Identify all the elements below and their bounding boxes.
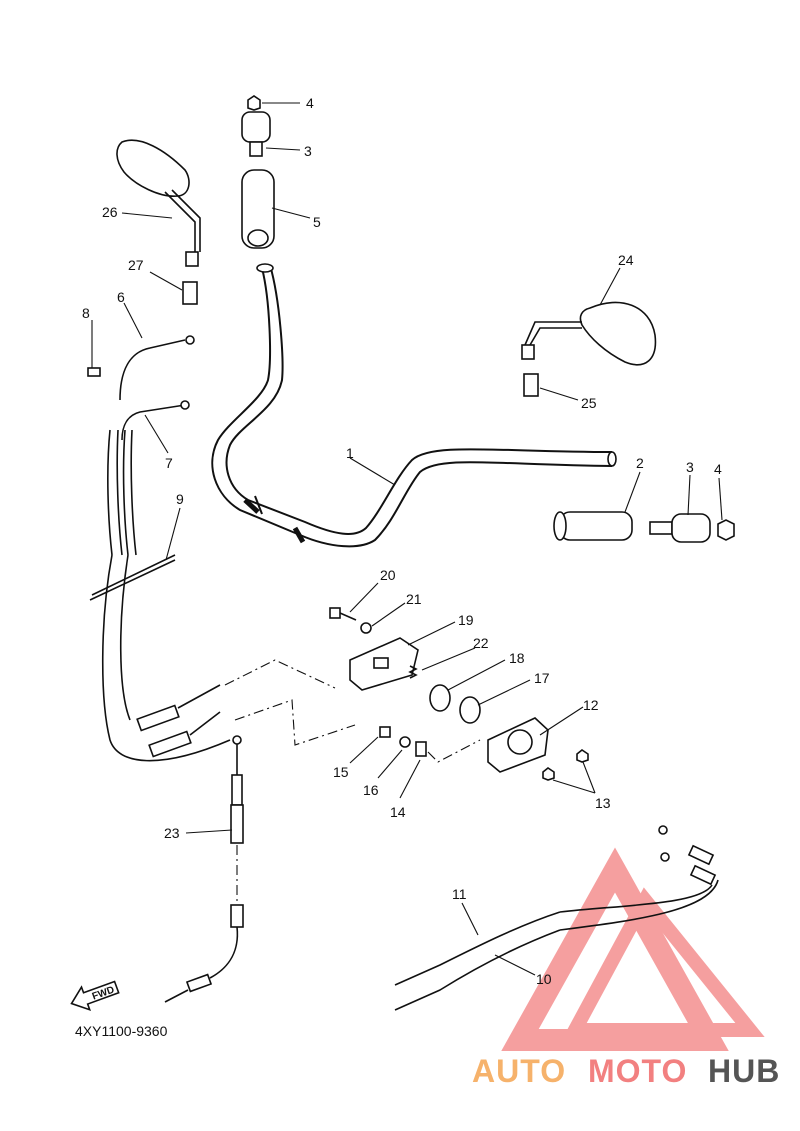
callout-22: 22 (473, 635, 489, 651)
callout-20: 20 (380, 567, 396, 583)
callout-18: 18 (509, 650, 525, 666)
right-mirror-adapter (523, 373, 539, 397)
callout-21: 21 (406, 591, 422, 607)
callout-23: 23 (164, 825, 180, 841)
screws (329, 607, 589, 781)
callout-6: 6 (117, 289, 125, 305)
watermark-text: AUTO MOTO HUB (472, 1053, 780, 1089)
bar-end-weight-left (241, 95, 271, 157)
watermark-moto: MOTO (588, 1053, 687, 1089)
callout-11: 11 (452, 886, 467, 902)
callout-15: 15 (333, 764, 349, 780)
callout-5: 5 (313, 214, 321, 230)
callout-12: 12 (583, 697, 599, 713)
throttle-cable-ends (136, 684, 221, 758)
leader-lines (91, 102, 723, 976)
throttle-pulley (429, 684, 481, 724)
callout-19: 19 (458, 612, 474, 628)
callout-3b: 3 (686, 459, 694, 475)
callout-numbers: 4 3 5 26 27 6 8 7 9 1 2 3 4 24 25 20 21 … (82, 95, 722, 987)
bar-end-weight-right (649, 513, 735, 543)
callout-25: 25 (581, 395, 597, 411)
callout-16: 16 (363, 782, 379, 798)
callout-3: 3 (304, 143, 312, 159)
callout-2: 2 (636, 455, 644, 471)
callout-13: 13 (595, 795, 611, 811)
left-mirror (116, 139, 201, 267)
callout-8: 8 (82, 305, 90, 321)
left-mirror-adapter (182, 281, 198, 305)
callout-17: 17 (534, 670, 550, 686)
callout-26: 26 (102, 204, 118, 220)
brake-cables (394, 825, 719, 1011)
left-grip (241, 169, 275, 249)
callout-27: 27 (128, 257, 144, 273)
right-mirror (521, 301, 657, 366)
fwd-label: FWD (91, 984, 116, 1002)
left-cable-assembly (87, 335, 231, 762)
callout-1: 1 (346, 445, 354, 461)
right-grip (553, 511, 633, 541)
spring (408, 665, 418, 679)
callout-24: 24 (618, 252, 634, 268)
callout-4b: 4 (714, 461, 722, 477)
throttle-housing-lower (349, 637, 419, 691)
connection-lines (224, 659, 481, 905)
throttle-housing-upper (487, 717, 549, 773)
callout-10: 10 (536, 971, 552, 987)
throttle-cable (164, 735, 244, 1003)
watermark-auto: AUTO (472, 1053, 566, 1089)
handlebar (211, 263, 617, 548)
fwd-arrow-icon: FWD (70, 980, 120, 1011)
callout-4: 4 (306, 95, 314, 111)
diagram-code: 4XY1100-9360 (75, 1023, 168, 1039)
callout-7: 7 (165, 455, 173, 471)
watermark-hub: HUB (708, 1053, 780, 1089)
watermark-logo-icon (501, 847, 765, 1051)
callout-9: 9 (176, 491, 184, 507)
callout-14: 14 (390, 804, 406, 820)
